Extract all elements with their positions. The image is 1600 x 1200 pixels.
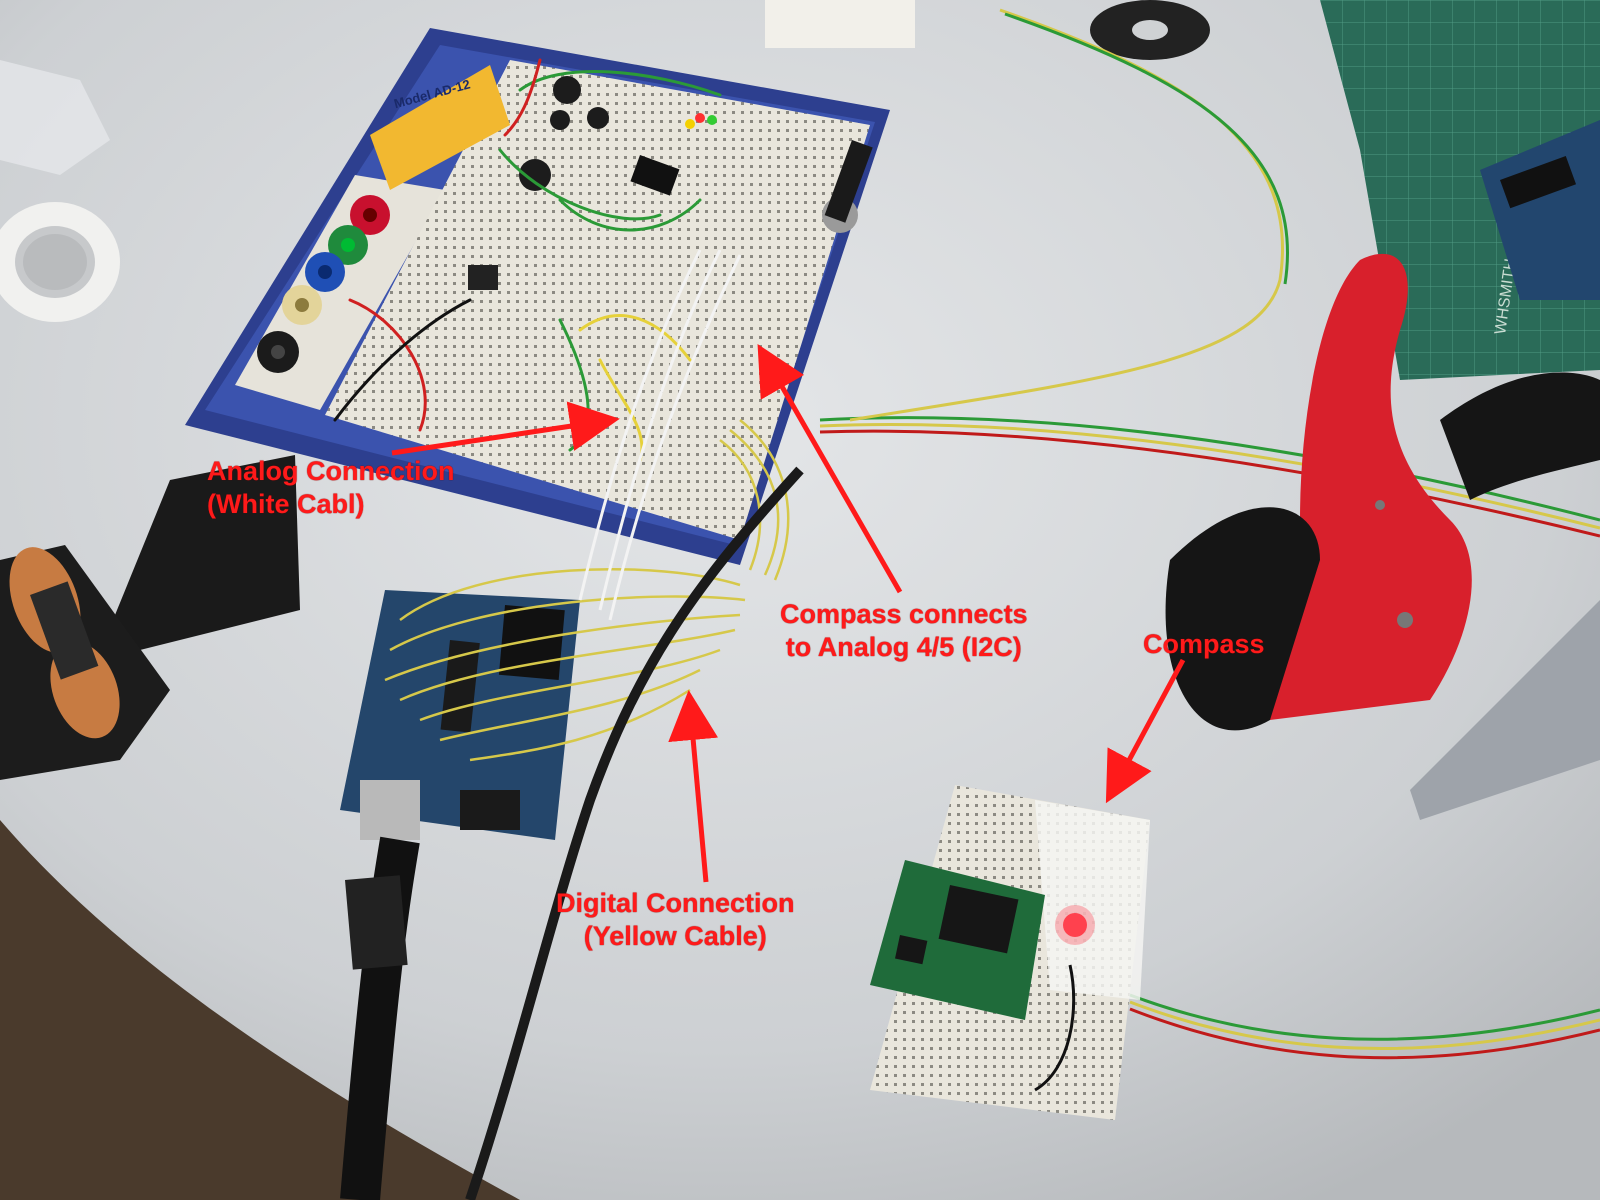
twisted-wires: [819, 8, 1600, 1060]
solderless-breadboard: [185, 28, 890, 565]
potentiometer: [822, 140, 873, 233]
wire-stripper: [1165, 253, 1600, 731]
analog-arrow: [391, 401, 620, 456]
arduino-board-top-right: [1480, 120, 1600, 300]
red-led: [1055, 905, 1095, 945]
digital-connection-label: Digital Connection (Yellow Cable): [556, 887, 795, 953]
compass-label: Compass: [1143, 628, 1265, 661]
compass-connects-label: Compass connects to Analog 4/5 (I2C): [780, 598, 1028, 664]
digital-connection-line-1: Digital Connection: [556, 888, 795, 918]
black-cable: [465, 466, 804, 1200]
analog-connection-label: Analog Connection (White Cabl): [207, 455, 454, 521]
white-wire-bundle: [578, 249, 742, 621]
banana-terminals: [257, 195, 390, 373]
battery-holder: [0, 455, 300, 780]
tape-roll: [0, 202, 120, 322]
compass-arrow: [1105, 658, 1186, 804]
analog-connection-line-1: Analog Connection: [207, 456, 455, 486]
plastic-bag: [0, 60, 110, 175]
compass-connects-arrow: [757, 343, 903, 594]
compass-connects-line-1: Compass connects: [780, 599, 1028, 629]
small-board-top: [765, 0, 915, 48]
scissors-blade: [1410, 600, 1600, 820]
digital-arrow: [668, 690, 719, 883]
compass-connects-line-2: to Analog 4/5 (I2C): [785, 632, 1022, 662]
breadboard-components: [468, 76, 717, 290]
digital-connection-line-2: (Yellow Cable): [583, 921, 767, 951]
analog-connection-line-2: (White Cabl): [207, 489, 365, 519]
arduino-board: [340, 590, 580, 1200]
compass-line-1: Compass: [1143, 629, 1265, 659]
compass-module: [870, 860, 1045, 1020]
annotation-arrows: [391, 343, 1186, 883]
yellow-wire-bundle: [384, 419, 790, 762]
